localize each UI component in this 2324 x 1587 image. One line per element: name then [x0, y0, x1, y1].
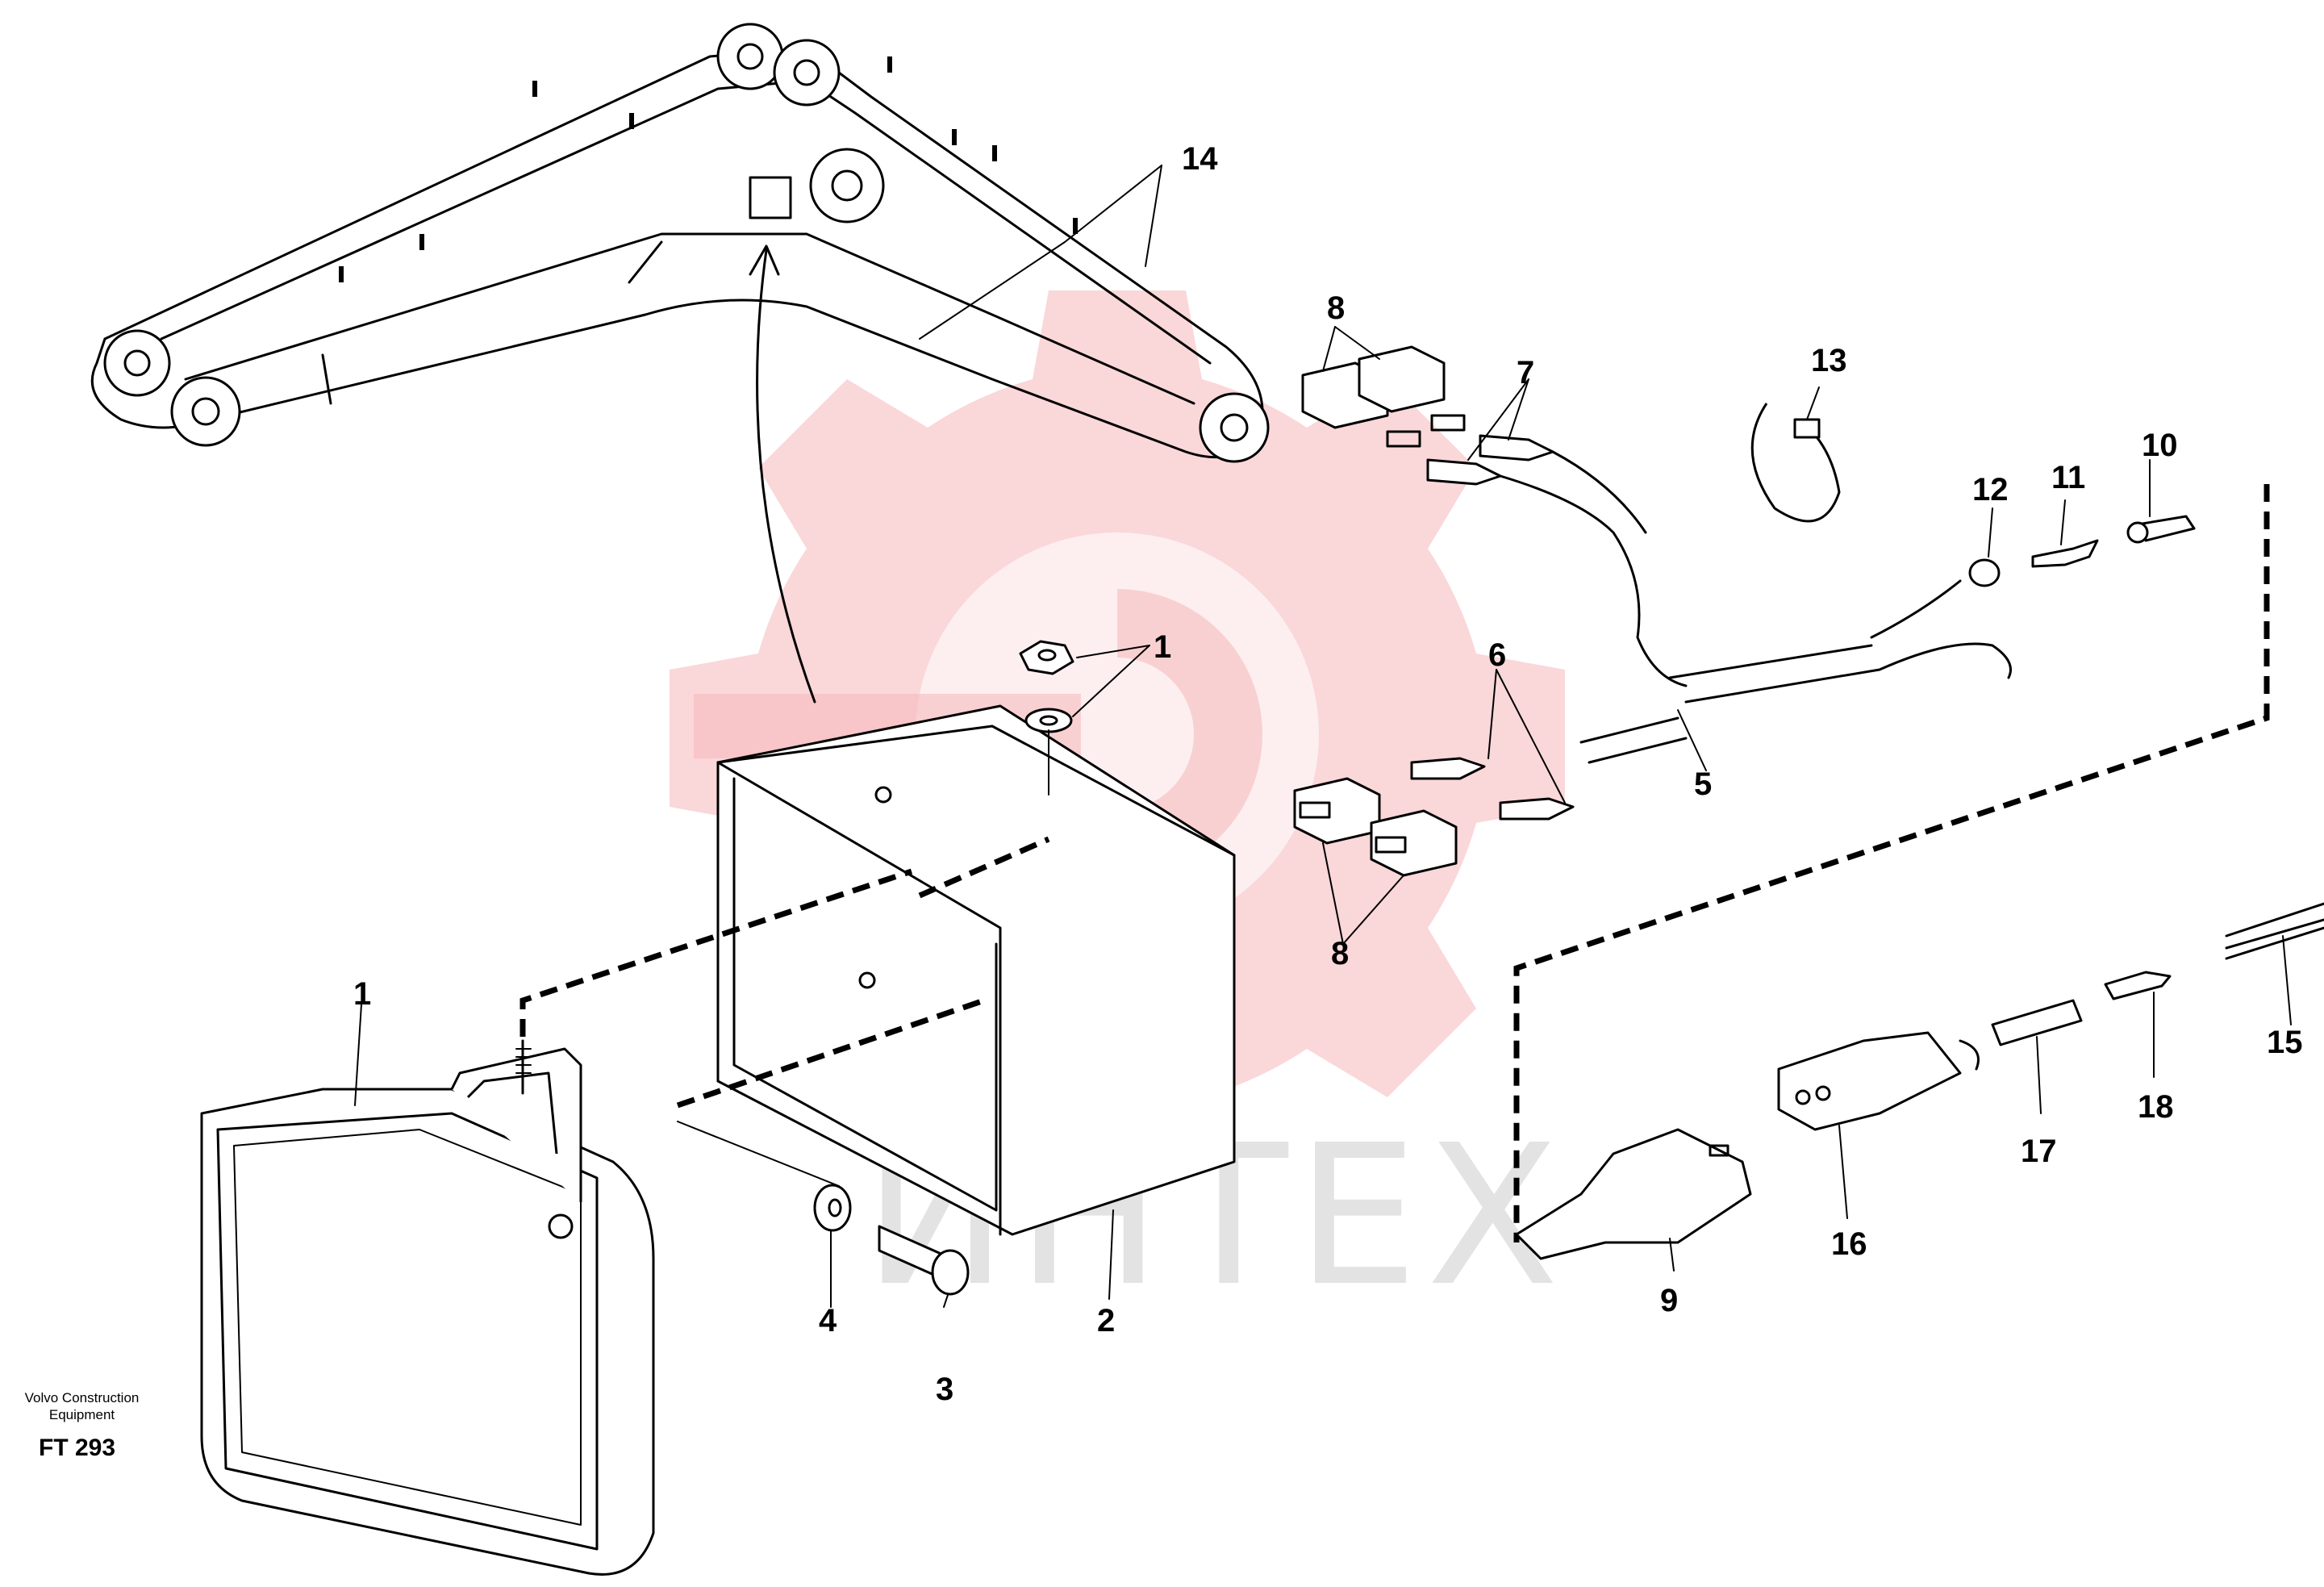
callout-2: 2 [1097, 1303, 1115, 1339]
terminals-top [1426, 434, 1554, 486]
callout-1-top: 1 [1154, 629, 1171, 665]
callout-4: 4 [819, 1303, 837, 1339]
plug-9 [1515, 1128, 1752, 1260]
dashed-connector-guide [1513, 484, 2270, 1242]
callout-8-bottom: 8 [1331, 936, 1349, 971]
lamp-housing [716, 704, 1236, 1236]
pin-terminal-11 [2031, 539, 2099, 568]
callout-5: 5 [1694, 766, 1712, 802]
terminal-18 [2104, 971, 2172, 1000]
terminals-bottom [1410, 757, 1575, 821]
cable-route-to-boom [756, 248, 816, 704]
work-lamp [200, 1039, 655, 1576]
callout-17: 17 [2021, 1134, 2057, 1169]
nut-and-washer [1019, 640, 1074, 796]
harness-branch-bottom [1579, 716, 1688, 764]
sleeve-10 [2126, 515, 2196, 544]
callout-8-top: 8 [1327, 290, 1345, 326]
harness-branch-top-2 [1551, 450, 1647, 534]
callout-1-lamp: 1 [353, 976, 371, 1012]
callout-18: 18 [2138, 1089, 2174, 1125]
dashed-guide-lamp-bolt [519, 868, 913, 1037]
callout-6: 6 [1488, 637, 1506, 673]
callout-16: 16 [1831, 1226, 1867, 1262]
bolt [878, 1225, 970, 1296]
socket-16 [1777, 1031, 1980, 1131]
callout-9: 9 [1660, 1283, 1678, 1318]
seal-12 [1968, 558, 2001, 587]
harness-branch-top [1499, 474, 1688, 687]
arrow-head [749, 244, 780, 276]
callout-10: 10 [2142, 428, 2178, 463]
figure-code: FT 293 [39, 1435, 116, 1461]
thin-guide-bolt [677, 1121, 840, 1187]
boom [90, 23, 1270, 463]
callout-13: 13 [1811, 343, 1847, 378]
callout-14: 14 [1182, 141, 1218, 177]
callout-12: 12 [1972, 472, 2009, 507]
leader-lines [354, 165, 2292, 1308]
sleeve-17 [1991, 999, 2083, 1046]
callout-11: 11 [2051, 460, 2085, 495]
harness-main [1668, 579, 2012, 704]
manufacturer-label: Volvo Construction Equipment [24, 1390, 140, 1422]
connector-housings-bottom [1293, 777, 1458, 877]
callout-3: 3 [936, 1372, 953, 1407]
connector-housings-top [1301, 345, 1466, 448]
callout-7: 7 [1517, 355, 1534, 390]
cable-tie [1750, 403, 1841, 523]
washer [813, 1184, 852, 1232]
callout-15: 15 [2267, 1025, 2303, 1060]
cable-15 [2225, 902, 2324, 960]
